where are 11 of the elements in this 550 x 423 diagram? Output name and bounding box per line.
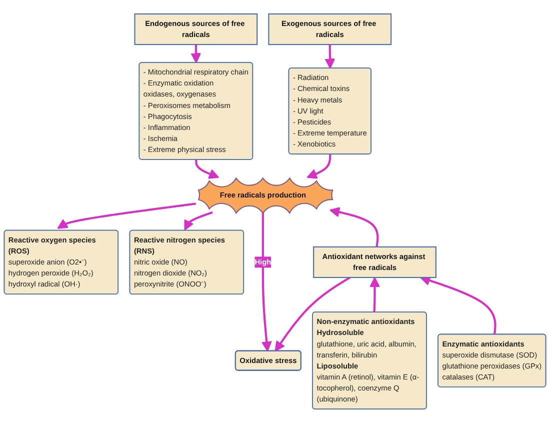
arrow [195,160,220,179]
arrow [306,154,332,179]
arrow [329,207,379,248]
arrow [261,212,272,352]
arrow [190,44,202,64]
arrow [324,44,336,69]
arrow [274,276,350,352]
arrow [420,276,496,335]
arrow [57,202,196,229]
arrow [370,277,380,312]
arrow [184,211,213,230]
